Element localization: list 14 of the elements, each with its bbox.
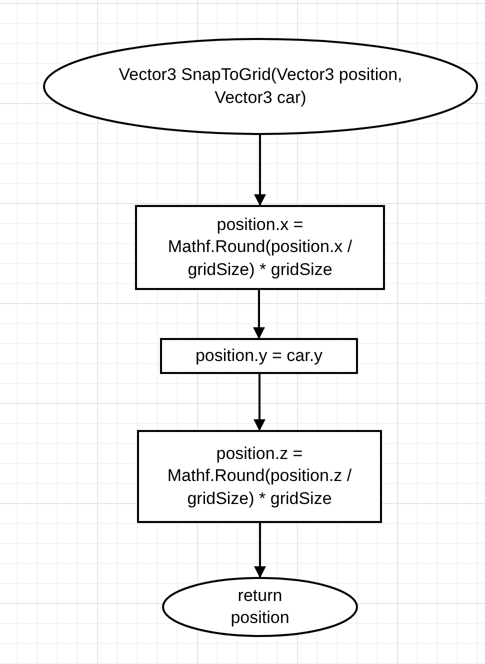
terminal-ellipse	[162, 577, 358, 637]
arrow	[254, 523, 266, 578]
arrow	[253, 290, 265, 340]
process-box	[137, 430, 382, 523]
arrow	[254, 135, 266, 206]
node-text: Vector3 SnapToGrid(Vector3 position, Vector3 car)	[118, 64, 404, 108]
node-text: position.x = Mathf.Round(position.x / gridSize) * gridSize	[166, 214, 354, 281]
process-box	[160, 338, 358, 374]
arrow	[254, 374, 266, 432]
node-text: return position	[230, 584, 290, 629]
node-text: position.z = Mathf.Round(position.z / gridSize) * gridSize	[166, 443, 353, 510]
process-box	[135, 205, 385, 290]
terminal-ellipse	[43, 38, 478, 135]
node-text: position.y = car.y	[195, 344, 323, 367]
